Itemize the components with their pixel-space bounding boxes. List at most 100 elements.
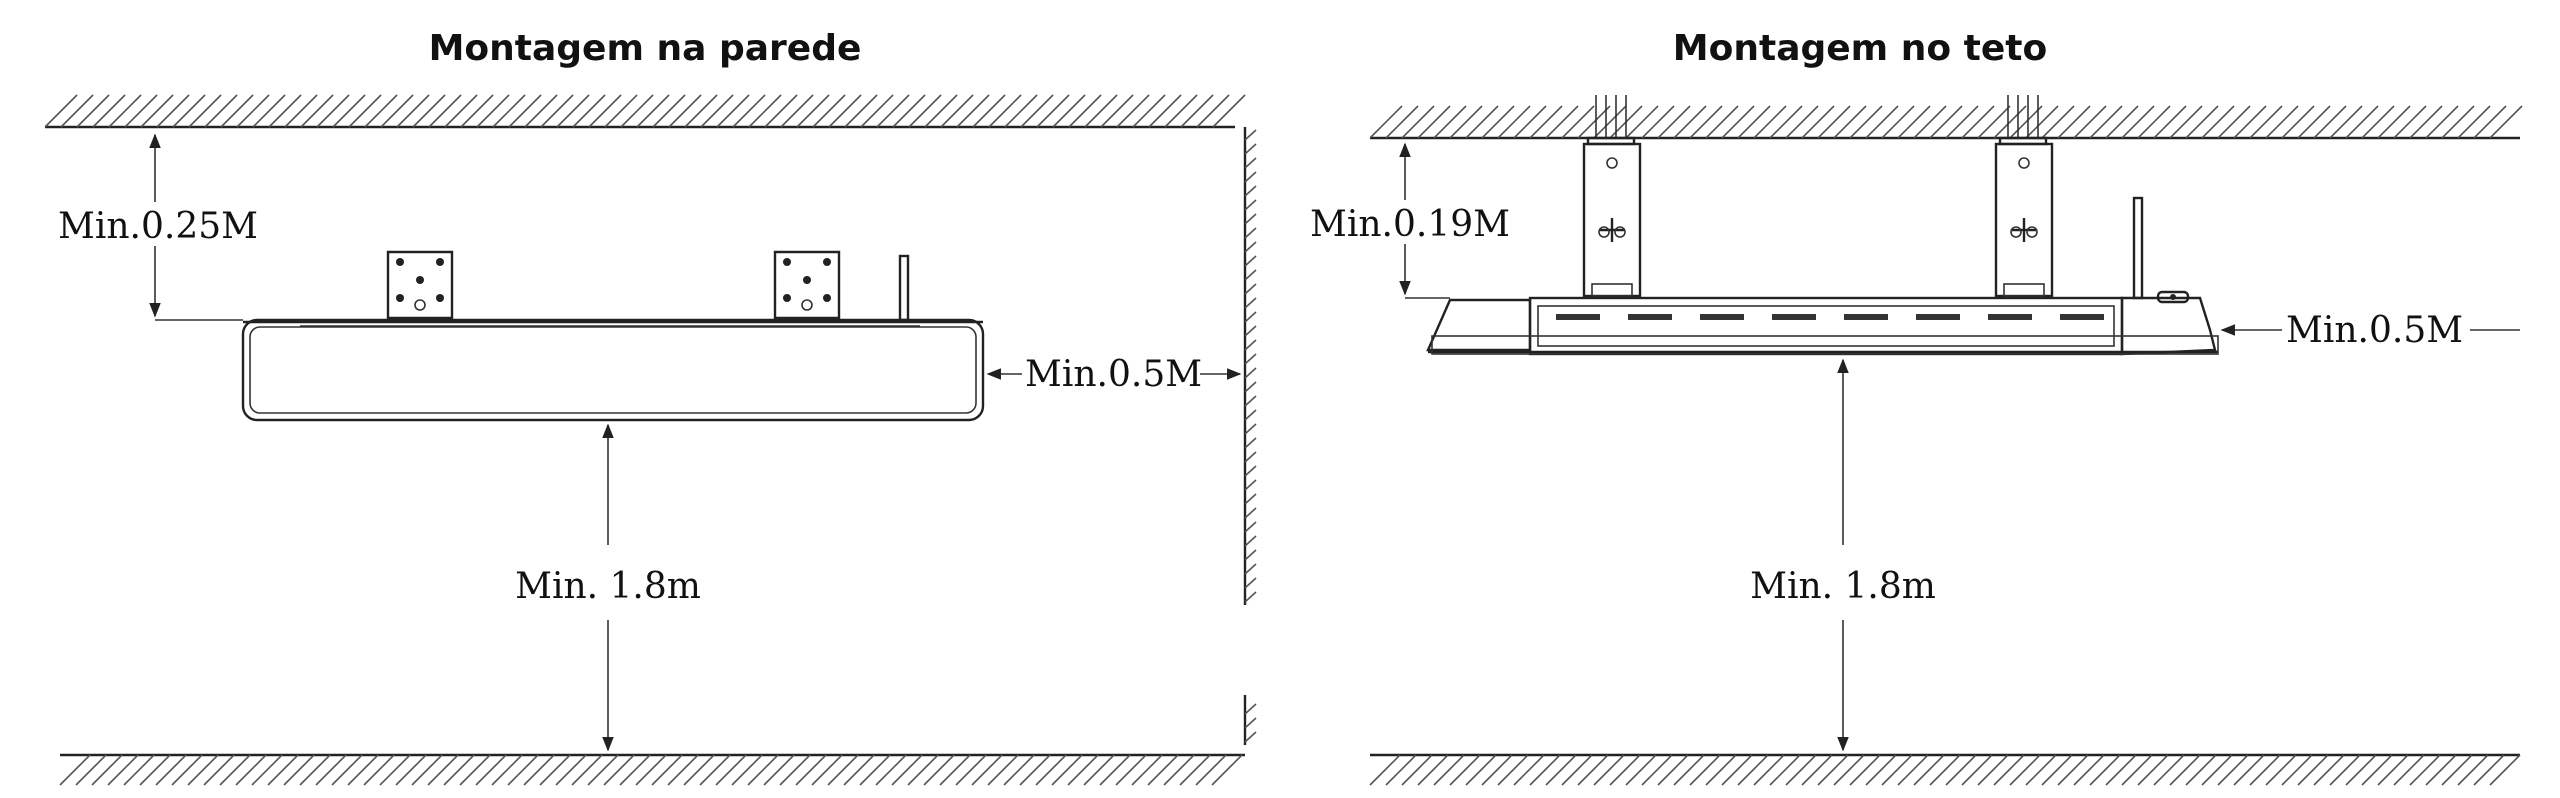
hatch-line <box>1561 754 1593 786</box>
hatch-line <box>1497 105 1531 139</box>
hatch-line <box>1369 105 1403 139</box>
hatch-line <box>1929 105 1963 139</box>
hatch-line <box>1147 754 1179 786</box>
hatch-line <box>91 754 123 786</box>
hatch-line <box>907 754 939 786</box>
hatch-line <box>1721 105 1755 139</box>
dimension-side-label-wall: Min.0.5M <box>1025 354 1202 395</box>
hatch-line <box>2169 105 2203 139</box>
vent-slot <box>1988 314 2032 320</box>
hatch-line <box>1244 381 1257 393</box>
hatch-line <box>2313 105 2347 139</box>
hatch-line <box>236 94 270 128</box>
hatch-line <box>332 94 366 128</box>
hatch-line <box>443 754 475 786</box>
hatch-line <box>668 94 702 128</box>
hatch-line <box>971 754 1003 786</box>
hatch-line <box>411 754 443 786</box>
hatch-line <box>1244 283 1257 295</box>
hatch-line <box>1657 754 1689 786</box>
hatch-line <box>828 94 862 128</box>
hatch-line <box>1641 754 1673 786</box>
panel-wall-mount: Montagem na parede <box>44 28 1257 786</box>
hatch-line <box>2201 754 2233 786</box>
hatch-line <box>1036 94 1070 128</box>
panel-title-wall: Montagem na parede <box>429 28 862 69</box>
hatch-line <box>1689 105 1723 139</box>
hatch-line <box>1244 395 1257 407</box>
hatch-line <box>283 754 315 786</box>
hatch-line <box>1529 105 1563 139</box>
hatch-line <box>284 94 318 128</box>
hatch-line <box>1244 535 1257 547</box>
hatch-line <box>363 754 395 786</box>
dimension-side-label-ceiling: Min.0.5M <box>2286 310 2463 351</box>
hatch-line <box>444 94 478 128</box>
hatch-line <box>2057 754 2089 786</box>
hatch-line <box>2169 754 2201 786</box>
ceiling-hatch-right <box>1369 105 2523 140</box>
hatch-line <box>251 754 283 786</box>
hatch-line <box>2265 754 2297 786</box>
dimension-side-ceiling: Min.0.5M <box>2220 310 2520 351</box>
hatch-line <box>108 94 142 128</box>
dimension-top-wall: Min.0.25M <box>55 133 258 321</box>
heater-wall <box>241 250 985 422</box>
hatch-line <box>587 754 619 786</box>
hatch-line <box>299 754 331 786</box>
hatch-line <box>60 94 94 128</box>
hatch-line <box>2233 754 2265 786</box>
hatch-line <box>1449 105 1483 139</box>
hatch-line <box>1833 105 1867 139</box>
hatch-line <box>1961 754 1993 786</box>
hatch-line <box>267 754 299 786</box>
hatch-line <box>1897 105 1931 139</box>
hatch-line <box>1131 754 1163 786</box>
hatch-line <box>636 94 670 128</box>
hatch-line <box>1244 325 1257 337</box>
hatch-line <box>844 94 878 128</box>
hatch-line <box>843 754 875 786</box>
hatch-line <box>2009 754 2041 786</box>
hatch-line <box>1179 754 1211 786</box>
hatch-line <box>1067 754 1099 786</box>
hatch-line <box>92 94 126 128</box>
hatch-line <box>1897 754 1929 786</box>
dimension-top-ceiling: Min.0.19M <box>1307 142 1517 299</box>
hatch-line <box>1244 199 1257 211</box>
hatch-line <box>1545 754 1577 786</box>
hatch-line <box>2393 105 2427 139</box>
hatch-line <box>2297 754 2329 786</box>
hatch-line <box>1993 754 2025 786</box>
hatch-line <box>2185 754 2217 786</box>
hatch-line <box>2073 754 2105 786</box>
hatch-line <box>428 94 462 128</box>
hatch-line <box>1673 754 1705 786</box>
hatch-line <box>1244 297 1257 309</box>
hatch-line <box>1244 521 1257 533</box>
hatch-line <box>316 94 350 128</box>
hatch-line <box>571 754 603 786</box>
hatch-line <box>1244 367 1257 379</box>
hatch-line <box>507 754 539 786</box>
vent-slot <box>1628 314 1672 320</box>
hatch-line <box>44 94 78 128</box>
hatch-line <box>604 94 638 128</box>
hatch-line <box>2393 754 2425 786</box>
hatch-line <box>924 94 958 128</box>
hatch-line <box>2121 754 2153 786</box>
hatch-line <box>2377 105 2411 139</box>
hatch-line <box>204 94 238 128</box>
hatch-line <box>1577 105 1611 139</box>
hatch-line <box>684 94 718 128</box>
hatch-line <box>1881 105 1915 139</box>
hatch-line <box>1385 105 1419 139</box>
hatch-line <box>427 754 459 786</box>
hatch-line <box>2313 754 2345 786</box>
hatch-line <box>476 94 510 128</box>
vent-slot <box>1844 314 1888 320</box>
hatch-line <box>1913 105 1947 139</box>
hatch-line <box>2153 105 2187 139</box>
hatch-line <box>715 754 747 786</box>
hatch-line <box>1481 105 1515 139</box>
